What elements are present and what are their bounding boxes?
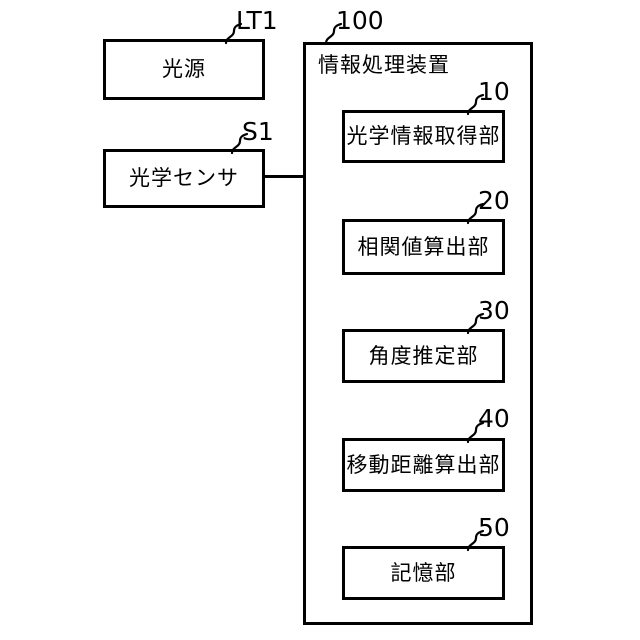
leader-line-10 <box>466 93 485 116</box>
storage-box: 記憶部 <box>342 546 505 600</box>
angle-estimation-label: 角度推定部 <box>368 343 479 368</box>
ref-label-50: 50 <box>478 513 510 542</box>
leader-line-50 <box>466 529 485 552</box>
light-source-label: 光源 <box>162 57 206 81</box>
optical-info-acquisition-box: 光学情報取得部 <box>342 110 505 163</box>
information-processing-device-title: 情報処理装置 <box>318 53 450 77</box>
optical-info-acquisition-label: 光学情報取得部 <box>346 124 501 148</box>
optical-sensor-label: 光学センサ <box>129 166 239 190</box>
leader-line-s1 <box>230 132 249 155</box>
ref-label-10: 10 <box>478 77 510 106</box>
correlation-value-calculation-box: 相関値算出部 <box>342 219 505 275</box>
leader-line-20 <box>466 202 485 225</box>
movement-distance-calculation-box: 移動距離算出部 <box>342 438 505 492</box>
leader-line-30 <box>466 312 485 335</box>
angle-estimation-box: 角度推定部 <box>342 329 505 383</box>
storage-label: 記憶部 <box>390 560 457 585</box>
ref-label-100: 100 <box>336 6 384 35</box>
optical-sensor-box: 光学センサ <box>103 149 265 208</box>
ref-label-40: 40 <box>478 404 510 433</box>
ref-label-lt1: LT1 <box>236 6 278 35</box>
leader-line-lt1 <box>224 22 243 45</box>
correlation-value-calculation-label: 相関値算出部 <box>357 234 490 259</box>
leader-line-40 <box>466 421 485 444</box>
ref-label-s1: S1 <box>242 117 274 146</box>
leader-line-100 <box>324 22 343 45</box>
movement-distance-calculation-label: 移動距離算出部 <box>346 452 501 477</box>
ref-label-20: 20 <box>478 186 510 215</box>
ref-label-30: 30 <box>478 296 510 325</box>
light-source-box: 光源 <box>103 39 265 100</box>
sensor-to-device-connector <box>264 175 305 178</box>
